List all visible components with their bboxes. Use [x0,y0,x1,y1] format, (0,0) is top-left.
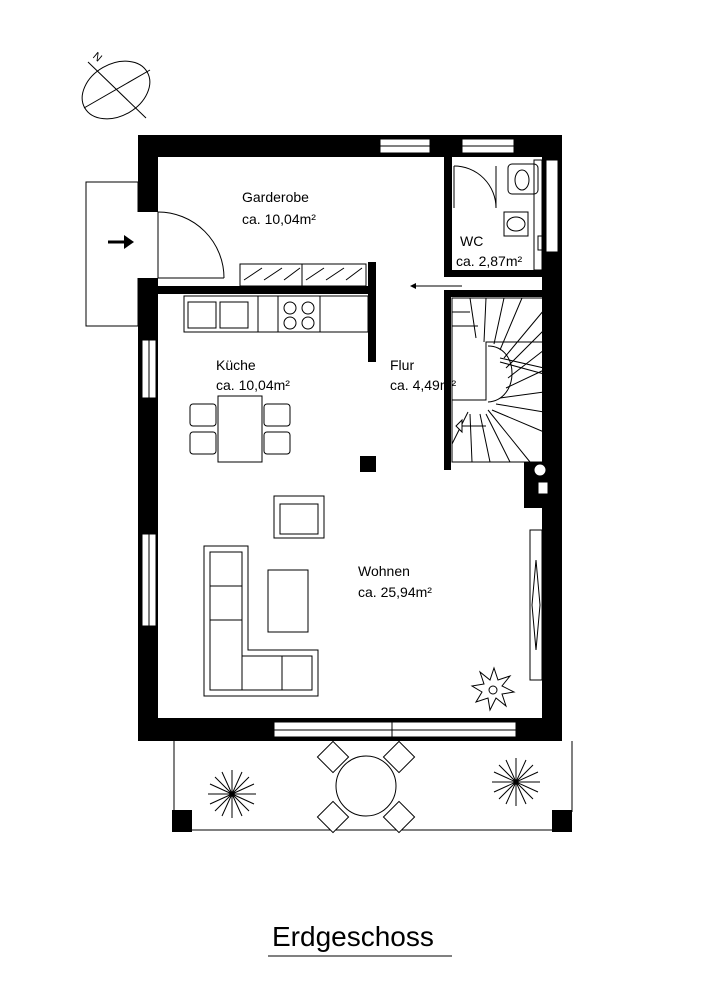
entrance-arrow-icon [108,235,134,249]
room-name: WC [460,233,483,249]
entrance-door [157,211,225,279]
entrance-door-opening [137,212,159,278]
armchair [273,495,325,539]
room-label-kueche: Küche ca. 10,04m² [216,357,290,393]
room-name: Flur [390,357,414,373]
watermark: www.grundriss.com [548,613,559,701]
compass-rose: N [81,50,151,120]
plant-icon [208,770,256,818]
plant-icon [492,758,540,806]
staircase [451,297,545,463]
room-label-garderobe: Garderobe ca. 10,04m² [242,189,316,227]
kitchen-counter [183,295,369,333]
room-area: ca. 25,94m² [358,584,432,600]
terrace [173,741,573,831]
room-name: Garderobe [242,189,309,205]
window-markers [142,138,546,727]
sofa [203,545,319,697]
flur-door-arrow [410,283,462,289]
tv-sideboard [529,529,543,681]
dining-table [189,395,291,463]
plan-title: Erdgeschoss [272,921,434,952]
interior-walls [158,157,572,832]
room-name: Küche [216,357,256,373]
coffee-table [267,569,309,633]
terrace-table [316,740,416,834]
entrance-landing [85,181,139,327]
room-area: ca. 10,04m² [216,377,290,393]
room-area: ca. 2,87m² [456,253,522,269]
room-label-flur: Flur ca. 4,49m² [390,357,456,393]
room-area: ca. 4,49m² [390,377,456,393]
room-name: Wohnen [358,563,410,579]
room-label-wohnen: Wohnen ca. 25,94m² [358,563,432,600]
wardrobe-cabinet [239,263,367,287]
plant-icon [470,666,516,712]
window-right [545,159,559,253]
compass-north-label: N [90,50,104,64]
wc-fixtures [453,159,547,271]
room-label-wc: WC ca. 2,87m² [456,233,522,269]
room-area: ca. 10,04m² [242,211,316,227]
